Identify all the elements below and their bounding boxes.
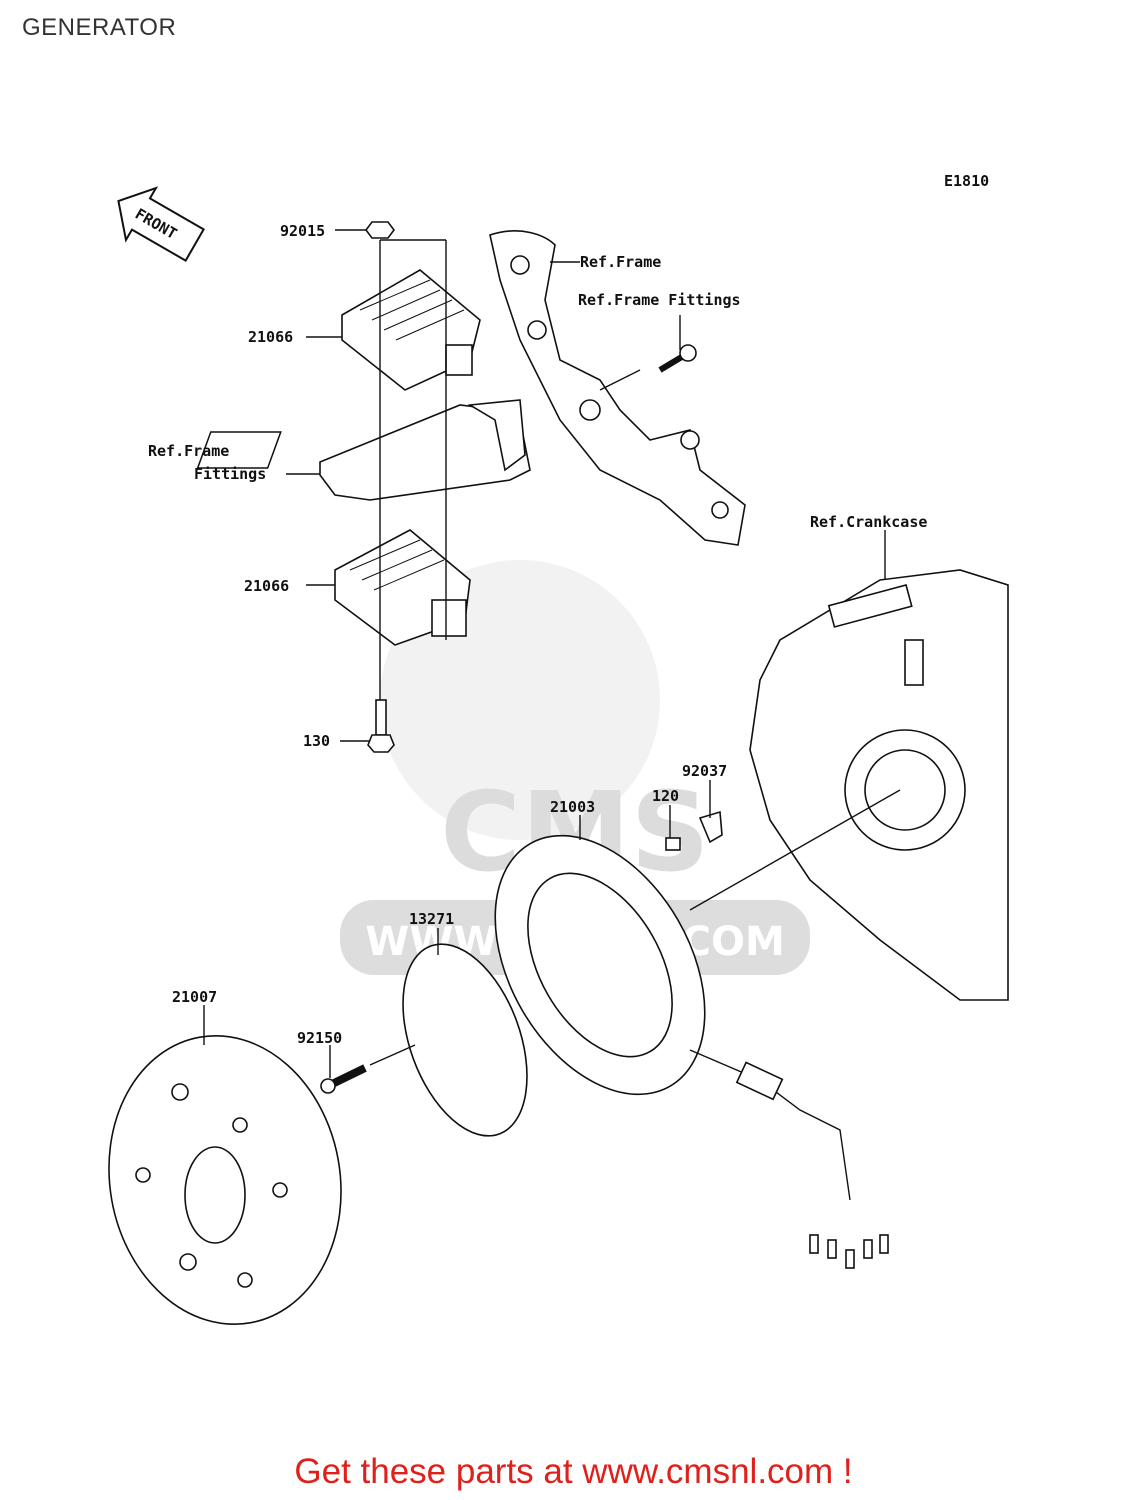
clamp-92037-part	[698, 810, 723, 844]
label-92037: 92037	[682, 762, 727, 780]
label-120: 120	[652, 787, 679, 805]
regulator-top-part	[341, 269, 481, 391]
parts-diagram: CMS WWW.CMSNL.COM FRONT E1810	[108, 172, 1009, 1325]
label-130: 130	[303, 732, 330, 750]
bolt-130-part	[367, 699, 395, 753]
label-ref-crankcase: Ref.Crankcase	[810, 513, 927, 531]
ref-frame-part	[489, 230, 746, 546]
regulator-bottom-part	[334, 529, 471, 646]
label-21066-bottom: 21066	[244, 577, 289, 595]
nut-92015-part	[365, 221, 395, 239]
diagram-code: E1810	[944, 172, 989, 190]
label-92150: 92150	[297, 1029, 342, 1047]
stator-wiring	[689, 1049, 889, 1269]
ref-crankcase-part	[749, 569, 1009, 1001]
label-ref-frame-fittings-right: Ref.Frame Fittings	[578, 291, 741, 309]
page-title: GENERATOR	[22, 14, 177, 41]
label-21007: 21007	[172, 988, 217, 1006]
rotor-21007-part	[108, 1035, 342, 1325]
label-21003: 21003	[550, 798, 595, 816]
footer-cta-link[interactable]: Get these parts at www.cmsnl.com !	[294, 1452, 853, 1491]
front-arrow-icon: FRONT	[117, 186, 206, 262]
label-92015: 92015	[280, 222, 325, 240]
bolt-120-part	[665, 837, 681, 851]
label-21066-top: 21066	[248, 328, 293, 346]
frame-fitting-bolt	[658, 344, 697, 373]
stator-21003-part	[494, 834, 706, 1096]
label-ref-frame-fittings-left-line1: Ref.Frame	[148, 442, 229, 460]
label-ref-frame-fittings-left-line2: Fittings	[194, 465, 266, 483]
gasket-13271-part	[402, 943, 528, 1137]
bolt-92150-part	[320, 1064, 367, 1094]
label-13271: 13271	[409, 910, 454, 928]
regulator-bracket	[196, 399, 531, 501]
label-ref-frame: Ref.Frame	[580, 253, 661, 271]
